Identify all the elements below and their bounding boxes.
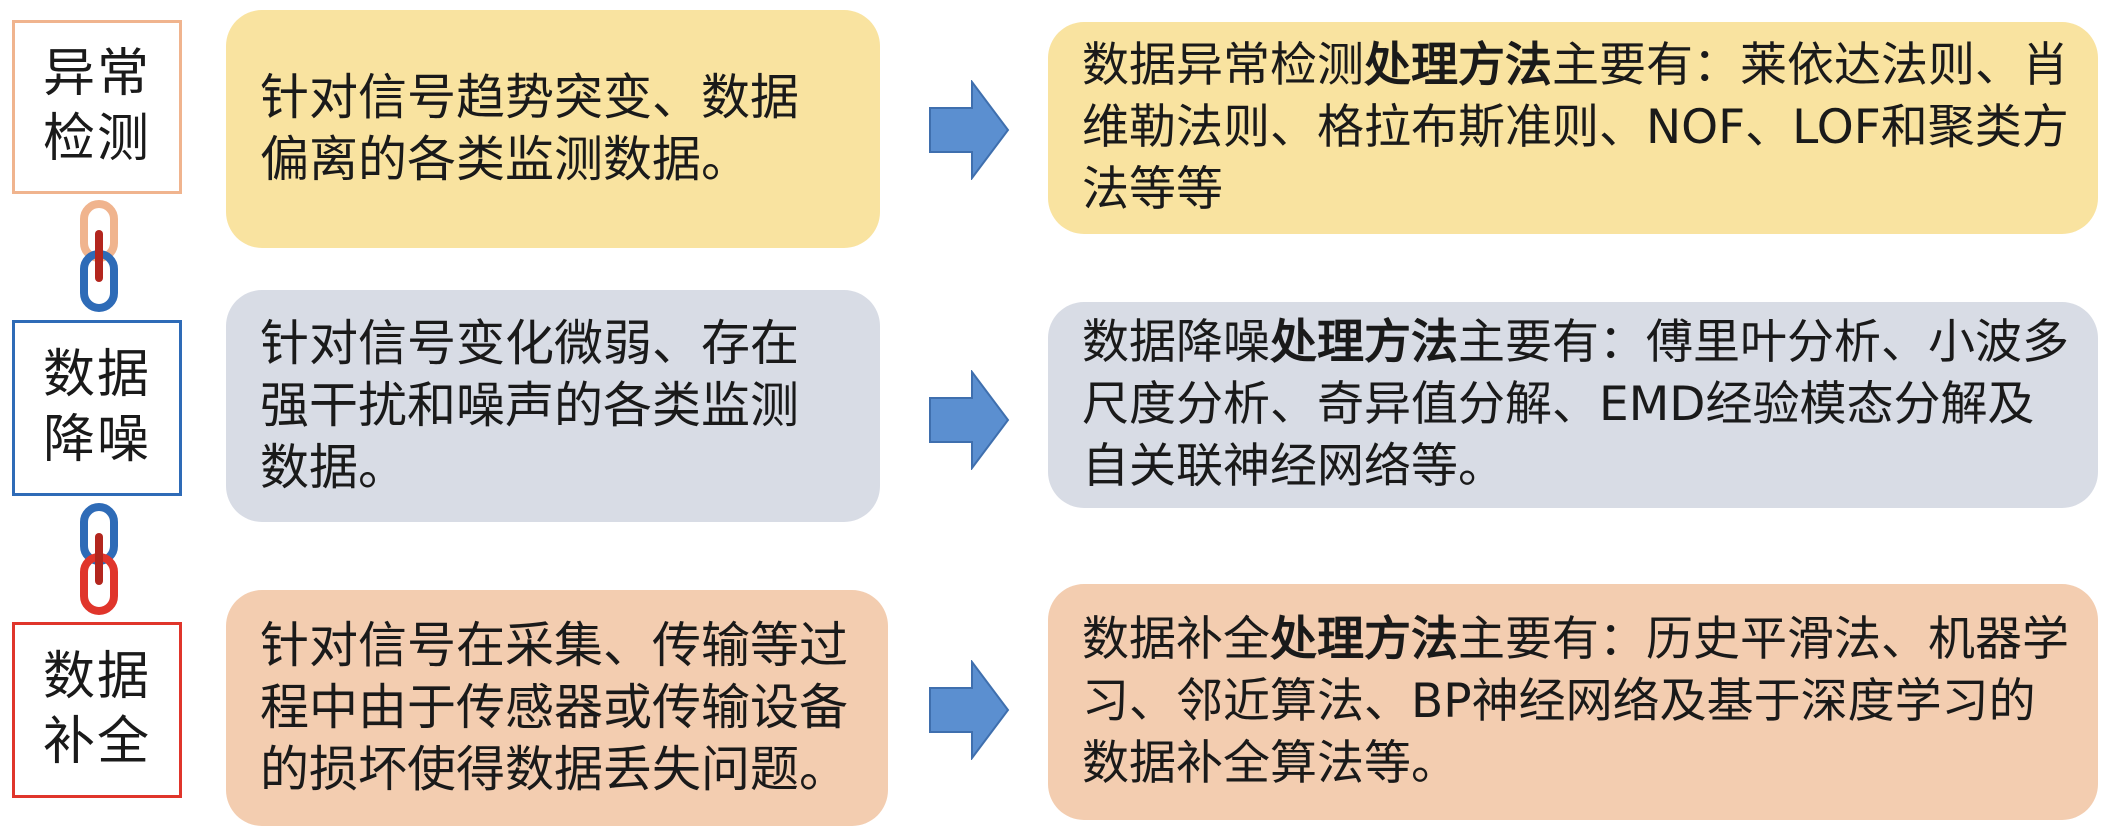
- method-suffix: 主要有：莱依达法则、肖维勒法则、格拉布斯准则、NOF、LOF和聚类方法等等: [1082, 38, 2069, 217]
- method-suffix: 主要有：傅里叶分析、小波多尺度分析、奇异值分解、EMD经验模态分解及自关联神经网…: [1082, 315, 2069, 494]
- method-box-anomaly-detection: 数据异常检测处理方法主要有：莱依达法则、肖维勒法则、格拉布斯准则、NOF、LOF…: [1048, 22, 2098, 234]
- method-text: 数据异常检测处理方法主要有：莱依达法则、肖维勒法则、格拉布斯准则、NOF、LOF…: [1082, 35, 2070, 221]
- chain-link-icon: [80, 503, 118, 615]
- description-box-data-completion: 针对信号在采集、传输等过程中由于传感器或传输设备的损坏使得数据丢失问题。: [226, 590, 888, 826]
- label-line-1: 异常: [42, 44, 151, 104]
- description-text: 针对信号在采集、传输等过程中由于传感器或传输设备的损坏使得数据丢失问题。: [260, 617, 849, 798]
- right-arrow-icon: [929, 80, 1010, 180]
- method-bold: 处理方法: [1364, 38, 1552, 93]
- label-line-2: 补全: [42, 712, 151, 772]
- description-box-anomaly-detection: 针对信号趋势突变、数据偏离的各类监测数据。: [226, 10, 880, 248]
- description-box-noise-reduction: 针对信号变化微弱、存在强干扰和噪声的各类监测数据。: [226, 290, 880, 522]
- label-line-1: 数据: [42, 647, 151, 707]
- method-box-noise-reduction: 数据降噪处理方法主要有：傅里叶分析、小波多尺度分析、奇异值分解、EMD经验模态分…: [1048, 302, 2098, 508]
- description-text: 针对信号趋势突变、数据偏离的各类监测数据。: [260, 69, 800, 188]
- label-box-data-completion: 数据 补全: [12, 622, 182, 798]
- label-line-1: 数据: [42, 345, 151, 405]
- method-bold: 处理方法: [1270, 612, 1458, 667]
- chain-link-icon: [80, 200, 118, 312]
- method-prefix: 数据降噪: [1082, 315, 1270, 370]
- label-box-anomaly-detection: 异常 检测: [12, 20, 182, 194]
- right-arrow-icon: [929, 660, 1010, 760]
- method-suffix: 主要有：历史平滑法、机器学习、邻近算法、BP神经网络及基于深度学习的数据补全算法…: [1082, 612, 2069, 791]
- label-line-2: 降噪: [42, 410, 151, 470]
- method-bold: 处理方法: [1270, 315, 1458, 370]
- method-prefix: 数据异常检测: [1082, 38, 1364, 93]
- method-box-data-completion: 数据补全处理方法主要有：历史平滑法、机器学习、邻近算法、BP神经网络及基于深度学…: [1048, 584, 2098, 820]
- method-text: 数据降噪处理方法主要有：傅里叶分析、小波多尺度分析、奇异值分解、EMD经验模态分…: [1082, 312, 2070, 498]
- right-arrow-icon: [929, 370, 1010, 470]
- description-text: 针对信号变化微弱、存在强干扰和噪声的各类监测数据。: [260, 315, 800, 496]
- label-line-2: 检测: [42, 109, 151, 169]
- method-prefix: 数据补全: [1082, 612, 1270, 667]
- label-box-noise-reduction: 数据 降噪: [12, 320, 182, 496]
- method-text: 数据补全处理方法主要有：历史平滑法、机器学习、邻近算法、BP神经网络及基于深度学…: [1082, 609, 2070, 795]
